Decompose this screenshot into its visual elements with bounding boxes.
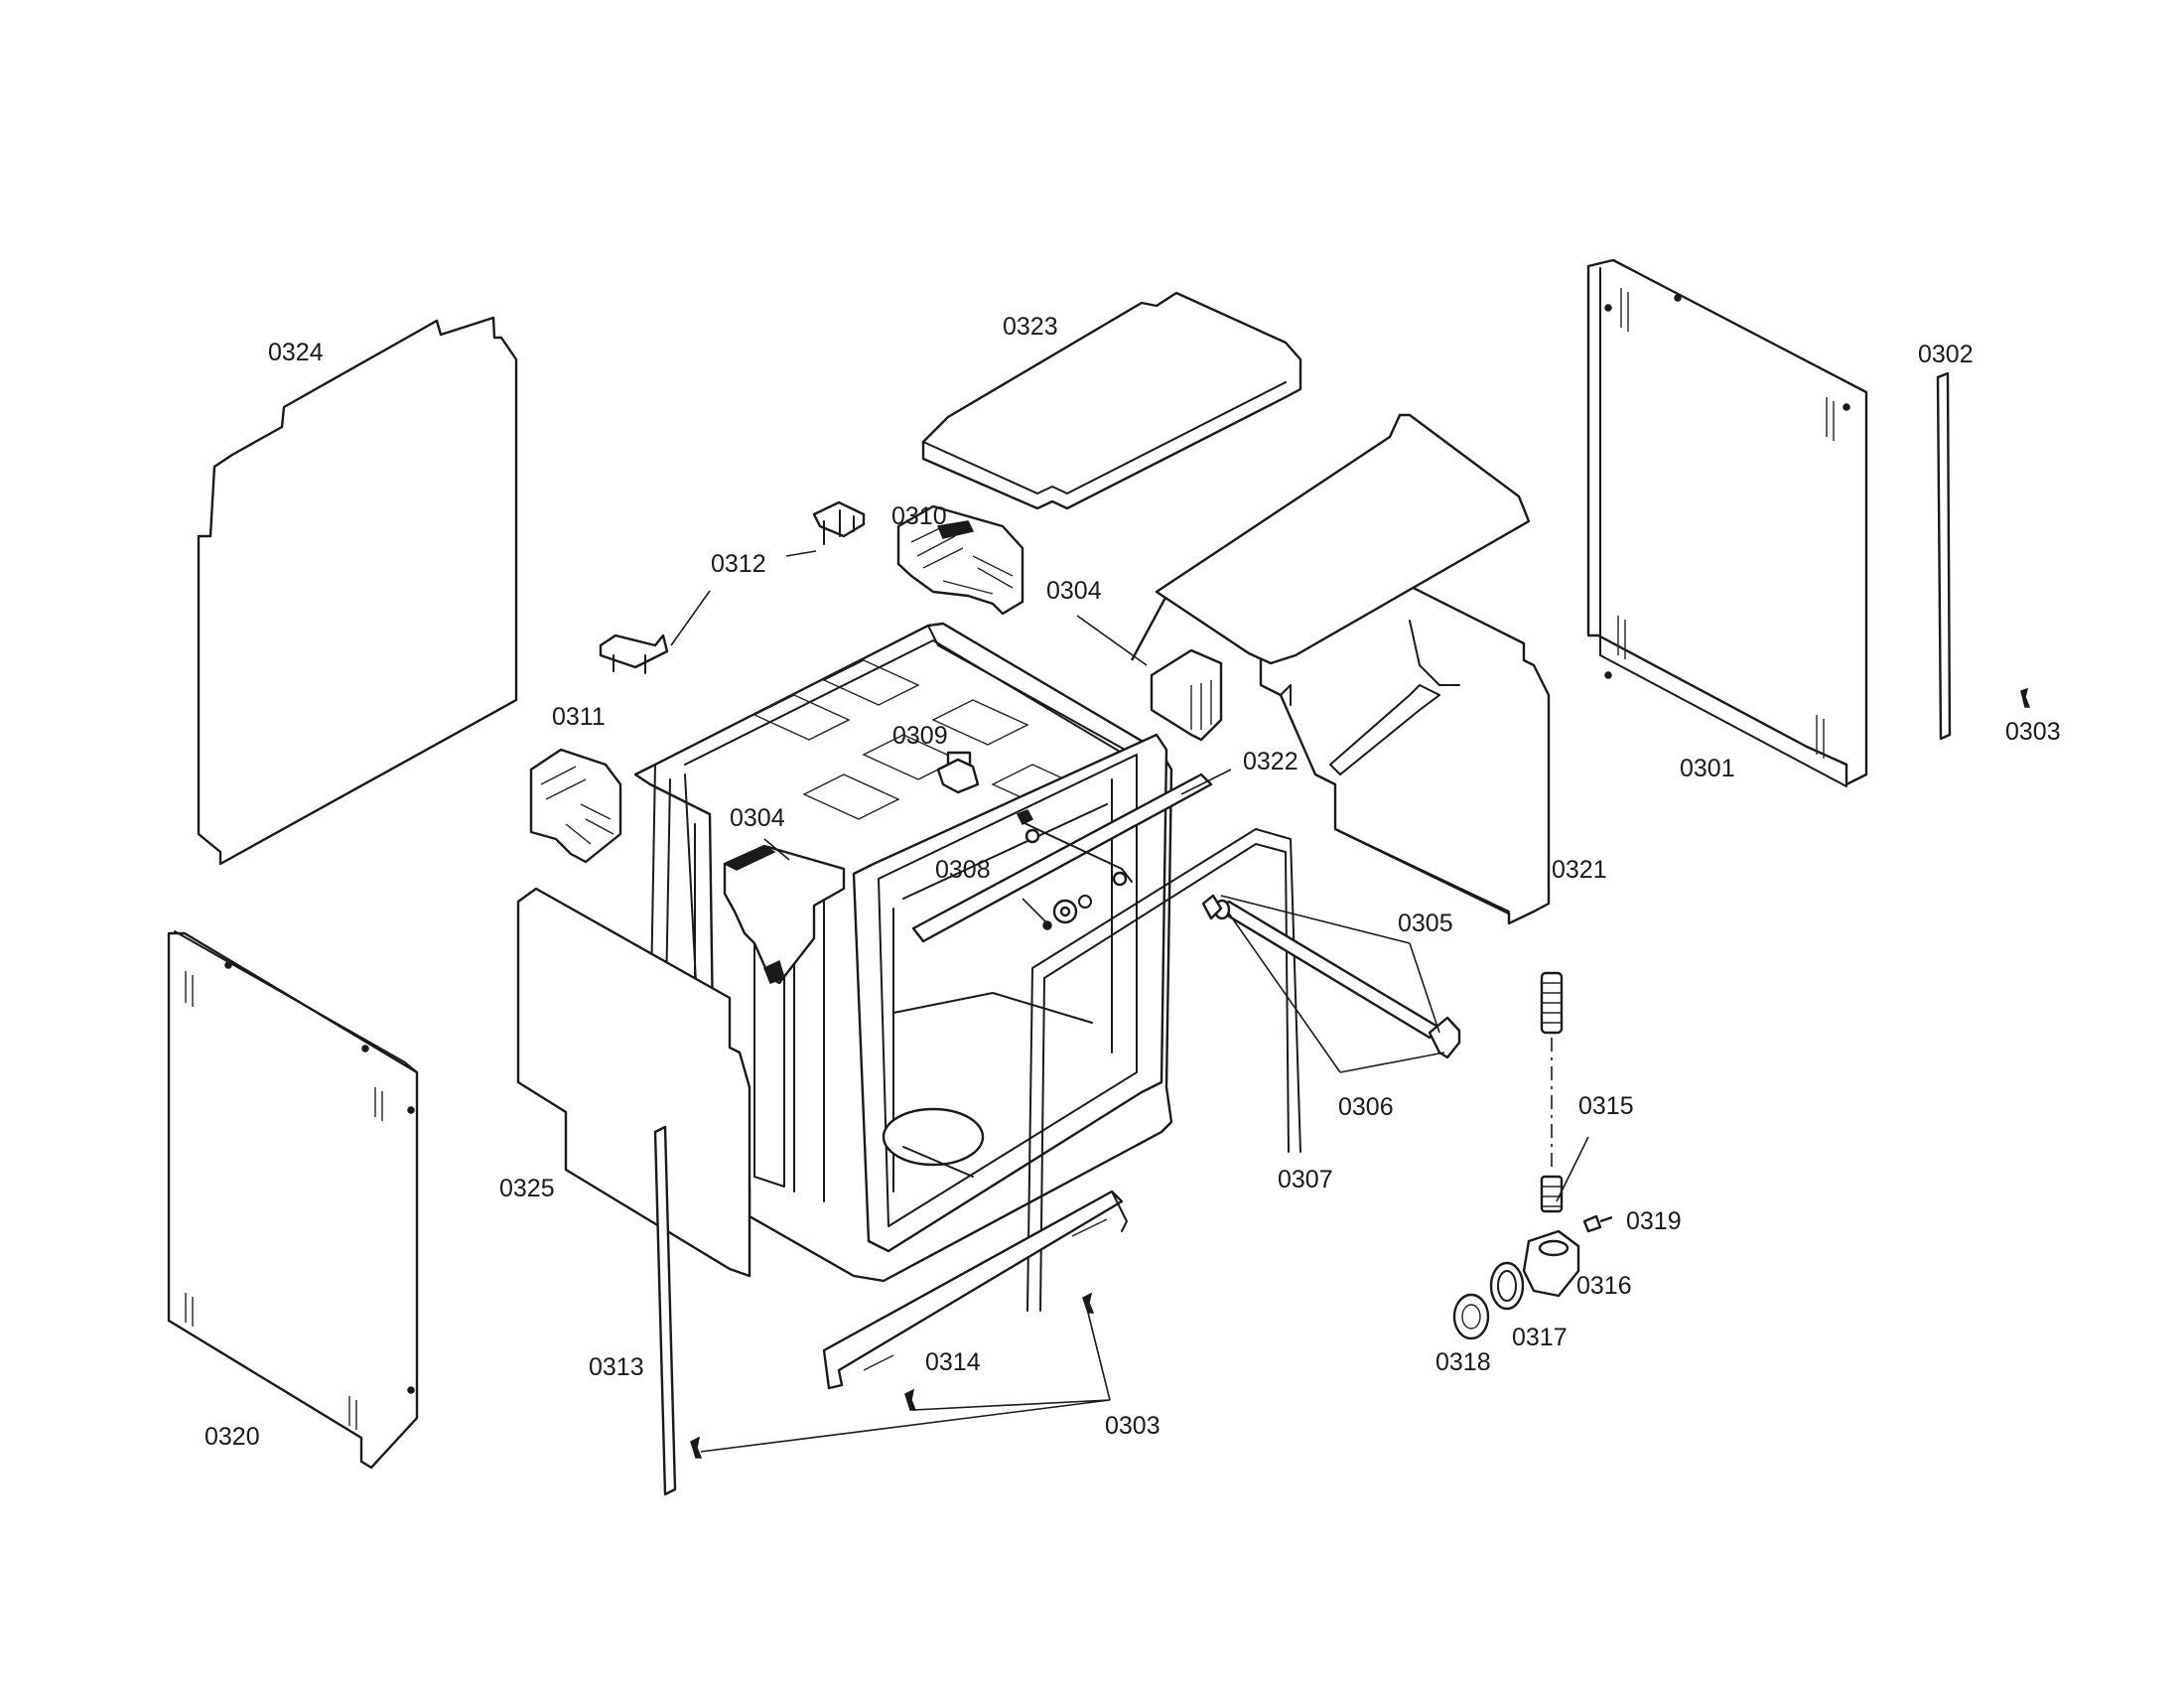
callout-0325: 0325 [499, 1175, 555, 1202]
part-0316-foot-body [1522, 1229, 1580, 1298]
part-0301-right-side-panel [1586, 258, 1868, 787]
callout-0301: 0301 [1680, 755, 1735, 782]
callout-0309: 0309 [892, 722, 948, 750]
part-0304-bracket-right [1150, 648, 1223, 742]
part-0323-top-insulation-panel [921, 291, 1302, 510]
part-0306-clip [1201, 894, 1223, 920]
callout-0317: 0317 [1512, 1324, 1568, 1351]
part-0318-foot-cap [1452, 1293, 1490, 1340]
callout-0318: 0318 [1435, 1348, 1491, 1376]
part-0320-left-side-panel [167, 930, 419, 1470]
callout-0324: 0324 [268, 339, 324, 366]
callout-0304-right: 0304 [1046, 577, 1102, 605]
part-0311-hinge-assembly [529, 748, 622, 864]
callout-labels: 0324 0323 0310 0312 0304 0311 0309 0322 … [205, 313, 2061, 1451]
part-0315-leveling-foot-spindle [1540, 971, 1564, 1213]
callout-0310: 0310 [891, 502, 947, 530]
callout-0305: 0305 [1398, 910, 1453, 937]
callout-0303-bottom: 0303 [1105, 1412, 1160, 1440]
part-0317-foot-ring [1489, 1261, 1525, 1311]
callout-0307: 0307 [1278, 1166, 1333, 1193]
part-0325-front-insulation-panel [516, 887, 751, 1278]
callout-0316: 0316 [1576, 1272, 1632, 1300]
callout-0322: 0322 [1243, 748, 1298, 775]
part-0319-screw [1582, 1214, 1613, 1233]
part-0324-side-insulation-panel [197, 316, 518, 866]
callout-0320: 0320 [205, 1423, 260, 1451]
callout-0303-right: 0303 [2005, 718, 2061, 746]
part-0313-trim-strip [653, 1125, 677, 1496]
part-0312-brackets [599, 500, 866, 674]
callout-0308: 0308 [935, 856, 991, 884]
callout-0306: 0306 [1338, 1093, 1394, 1121]
part-0304-bracket-left [723, 844, 846, 985]
part-0321-right-insulation-panel [1130, 413, 1551, 925]
part-0302-vertical-trim-strip [1936, 371, 1952, 741]
callout-0315: 0315 [1578, 1092, 1634, 1120]
callout-0302: 0302 [1918, 341, 1974, 368]
callout-0321: 0321 [1552, 856, 1607, 884]
part-0308-grommet [1042, 895, 1092, 930]
callout-0312: 0312 [711, 550, 766, 578]
callout-0323: 0323 [1003, 313, 1058, 341]
callout-0304-left: 0304 [730, 804, 785, 832]
callout-0311: 0311 [552, 703, 606, 731]
callout-0313: 0313 [589, 1353, 644, 1381]
part-0310-hinge-assembly [896, 504, 1024, 616]
part-0322-cross-brace [911, 772, 1213, 943]
leader-lines [670, 550, 1589, 1453]
callout-0314: 0314 [925, 1348, 981, 1376]
part-0309-clip [936, 758, 980, 794]
callout-0319: 0319 [1626, 1207, 1682, 1235]
part-0314-kick-plate [822, 1190, 1128, 1390]
part-0303-screws [690, 687, 2031, 1459]
part-tub-assembly [633, 622, 1173, 1283]
